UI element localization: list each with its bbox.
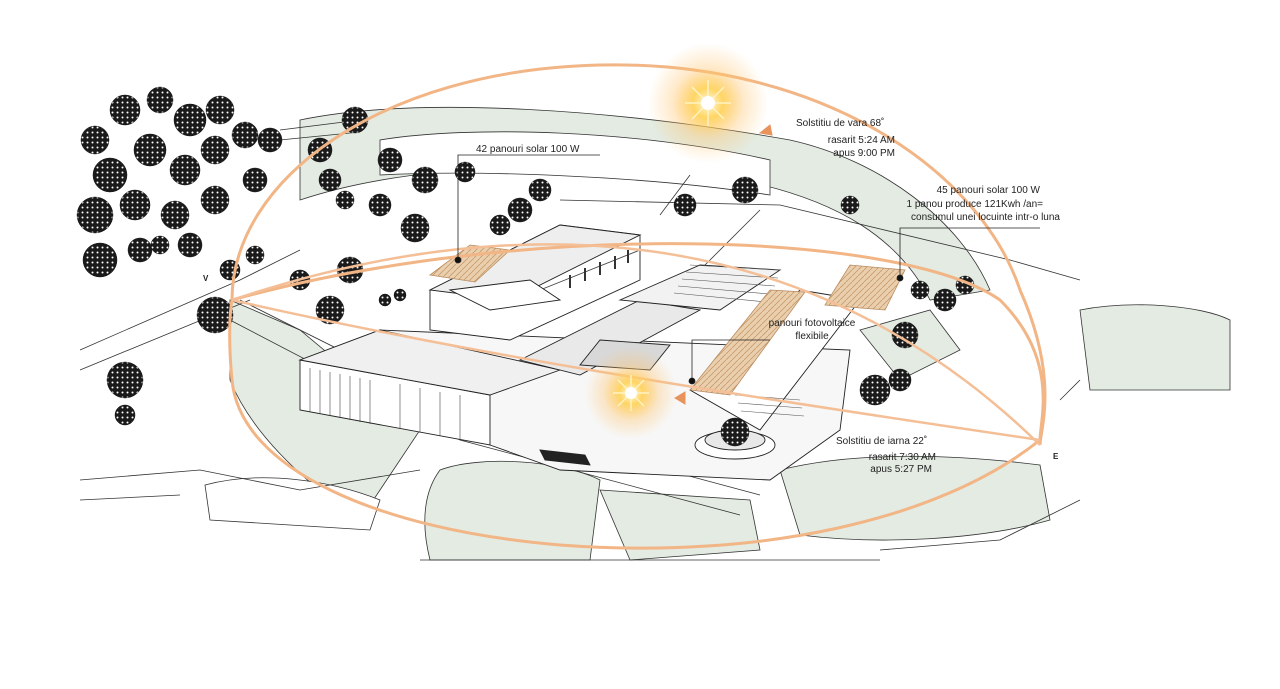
sun-chord-winter [231,298,1041,442]
winter-solstice-title: Solstitiu de iarna 22˚ [836,436,928,447]
solar-panels [429,244,906,396]
summer-sunset: apus 9:00 PM [833,148,895,159]
summer-sun-path [230,63,1047,446]
sun-chord-summer [231,243,1041,446]
landscape-areas [204,106,1231,561]
panels-45-line3: consumul unei locuinte intr-o luna [911,212,1060,223]
west-marker: V [203,274,209,283]
sun-winter-icon [585,347,677,439]
winter-direction-arrow [674,391,686,405]
sun-summer-icon [648,43,768,163]
flexible-panels-line2: flexibile [795,331,829,342]
summer-direction-arrow [758,124,773,136]
panels-45-line1: 45 panouri solar 100 W [936,185,1040,196]
summer-sunrise: rasarit 5:24 AM [827,135,895,146]
flexible-panels-line1: panouri fotovoltaice [768,318,856,329]
east-marker: E [1053,452,1059,461]
winter-sunrise: rasarit 7:30 AM [868,452,936,463]
facade-grid [309,368,461,440]
panels-42-label: 42 panouri solar 100 W [476,144,580,155]
panels-45-line2: 1 panou produce 121Kwh /an= [906,199,1044,210]
ground-panels-45 [824,264,906,311]
sun-paths [228,63,1047,550]
leader-lines [454,154,1040,385]
winter-sunset: apus 5:27 PM [870,464,932,475]
summer-solstice-title: Solstitiu de vara 68˚ [796,118,885,129]
winter-sun-path [228,242,1045,550]
